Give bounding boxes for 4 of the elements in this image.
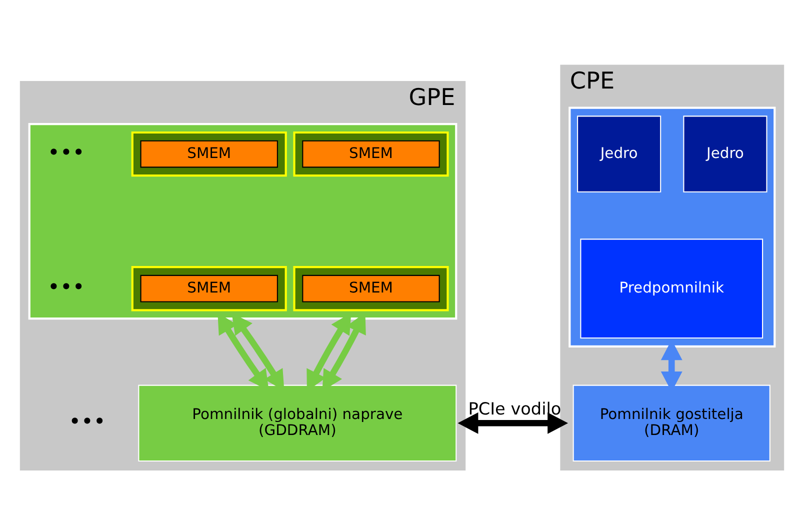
label: •••	[48, 274, 85, 299]
label: •••	[48, 139, 85, 164]
edge-label: PCIe vodilo	[468, 398, 562, 419]
label: •••	[68, 408, 106, 434]
